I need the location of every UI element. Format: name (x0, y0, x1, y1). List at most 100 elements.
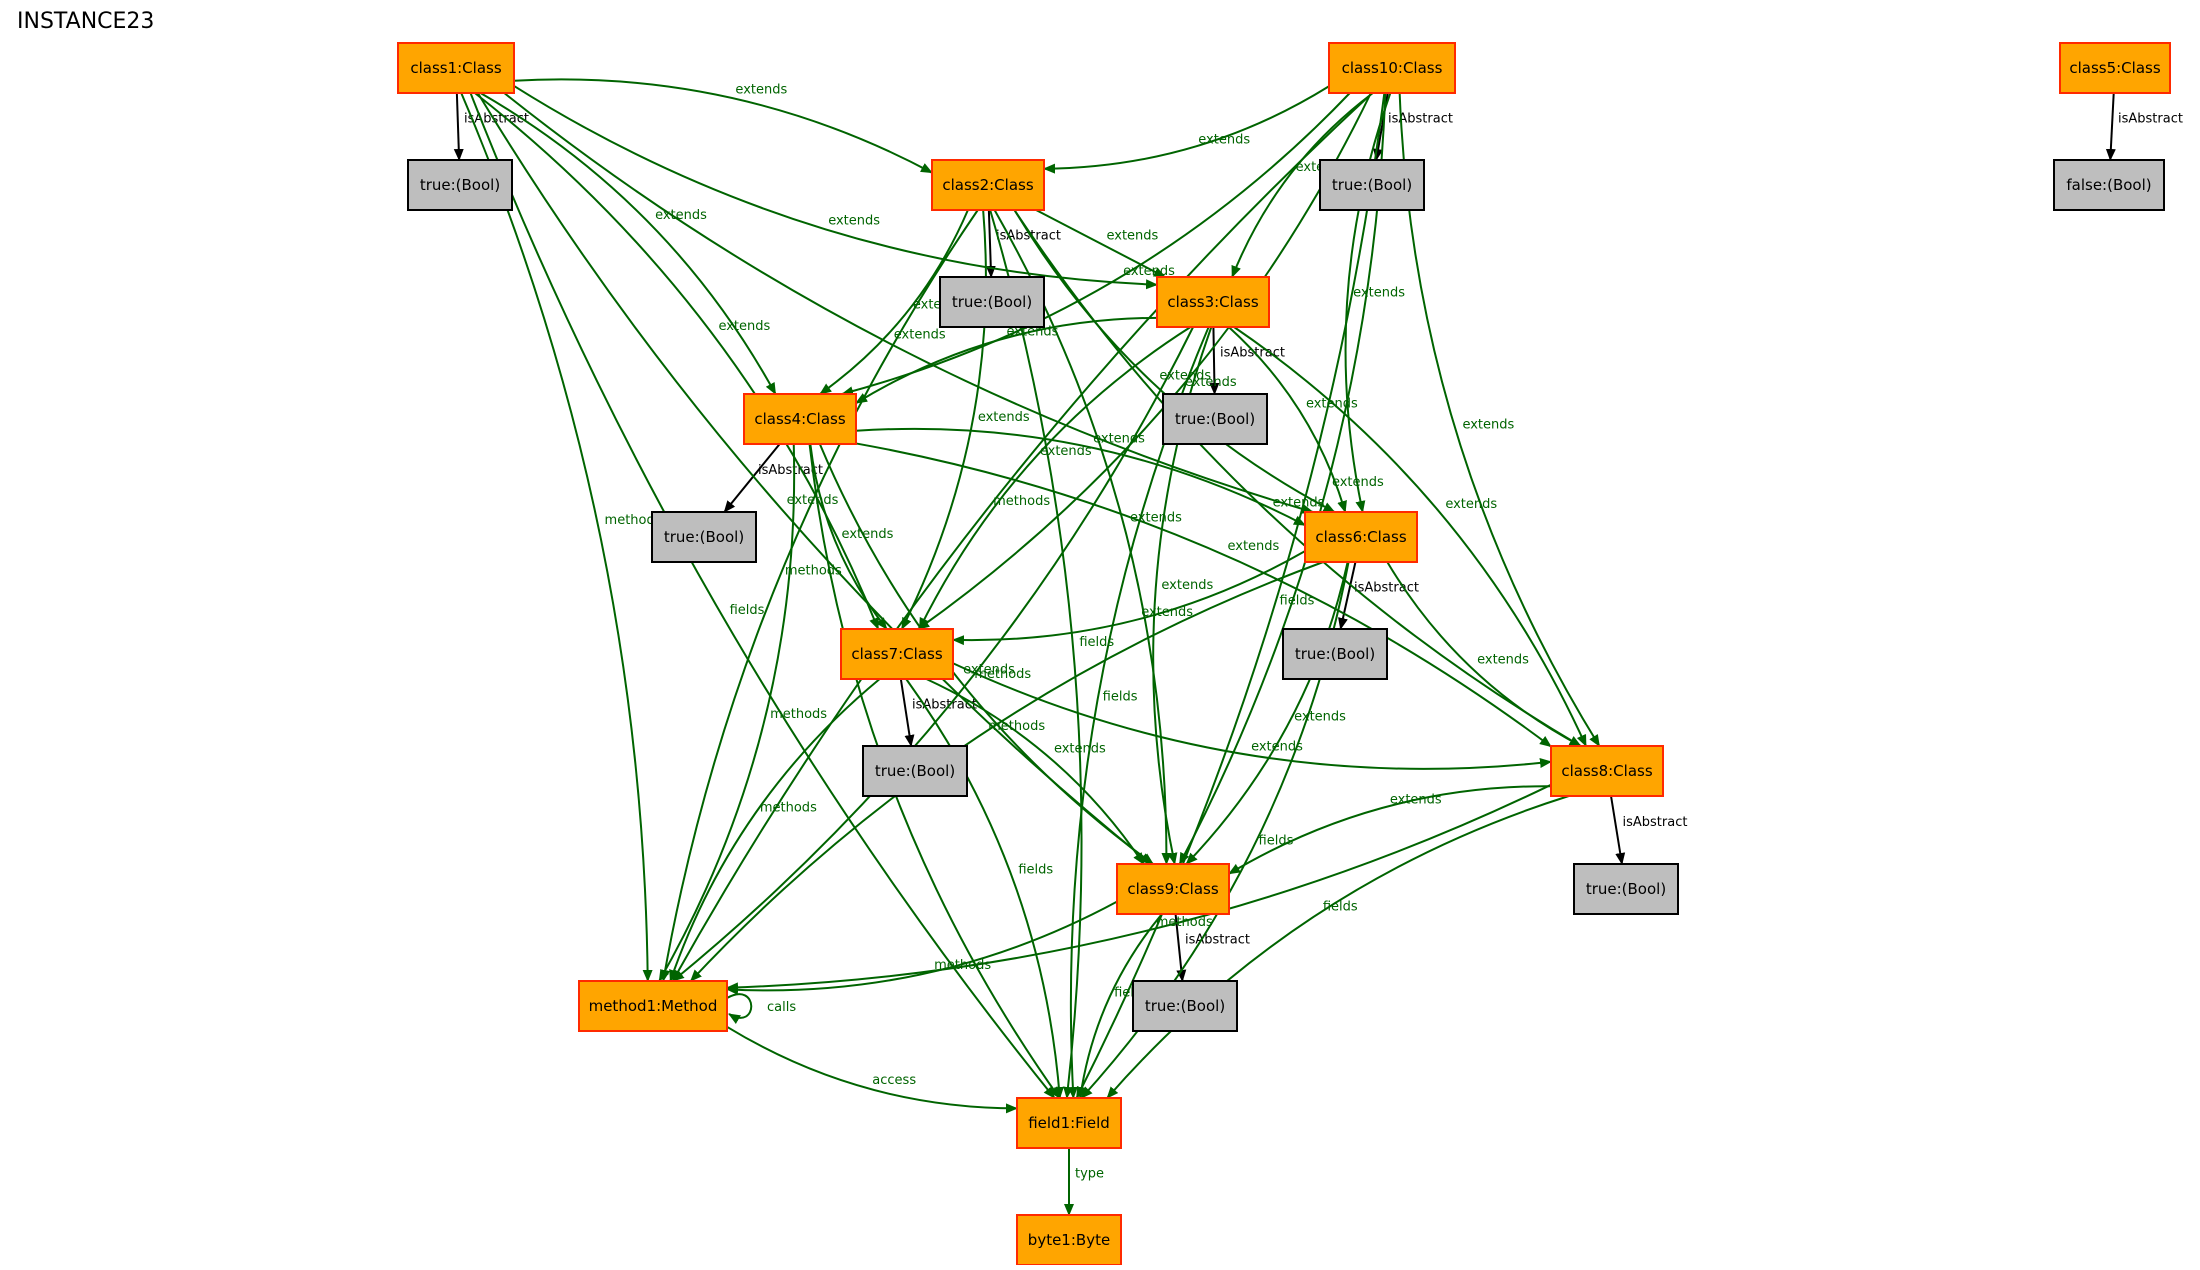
edge-class1-field1: fields (469, 92, 1056, 1099)
node-label: class4:Class (754, 410, 845, 428)
edge-label: extends (1040, 444, 1092, 459)
edge-label: calls (767, 1000, 796, 1015)
node-b6[interactable]: true:(Bool) (1282, 628, 1388, 680)
edge-line (1013, 209, 1336, 513)
node-class3[interactable]: class3:Class (1156, 276, 1270, 328)
edge-class2-class7: extends (900, 209, 1030, 630)
edge-line (1228, 326, 1347, 513)
node-box (1550, 745, 1664, 797)
node-box (1156, 276, 1270, 328)
node-b10[interactable]: true:(Bool) (1319, 159, 1425, 211)
edge-line (1035, 209, 1166, 278)
node-b3[interactable]: true:(Bool) (1162, 393, 1268, 445)
edge-label: extends (1107, 229, 1159, 244)
edge-class7-method1: methods (669, 678, 881, 982)
edge-class1-class2: extends (513, 78, 933, 174)
edge-line (918, 326, 1192, 630)
edge-class2-class8: extends (1013, 209, 1582, 747)
node-b5[interactable]: false:(Bool) (2053, 159, 2165, 211)
node-label: field1:Field (1028, 1114, 1110, 1132)
edge-line (1338, 561, 1357, 630)
node-label: true:(Bool) (1145, 997, 1225, 1015)
edge-line (723, 443, 781, 513)
edge-line (819, 209, 969, 395)
edge-class6-class8: extends (1386, 561, 1582, 747)
node-label: method1:Method (589, 997, 718, 1015)
node-box (862, 745, 968, 797)
edge-class10-b10: isAbstract (1373, 92, 1453, 161)
edge-line (453, 92, 464, 161)
edge-class1-class6: extends (503, 92, 1314, 514)
edge-class1-class7: extends (474, 92, 880, 630)
node-class2[interactable]: class2:Class (931, 159, 1045, 211)
edge-line (480, 92, 777, 395)
node-box (2053, 159, 2165, 211)
edge-class1-class4: extends (480, 92, 777, 395)
edge-label: methods (934, 958, 991, 973)
node-b4[interactable]: true:(Bool) (651, 511, 757, 563)
node-b7[interactable]: true:(Bool) (862, 745, 968, 797)
node-b9[interactable]: true:(Bool) (1132, 980, 1238, 1032)
node-class9[interactable]: class9:Class (1116, 863, 1230, 915)
edge-class3-class4: extends (855, 316, 1158, 404)
node-label: class3:Class (1167, 293, 1258, 311)
edge-class4-b4: isAbstract (723, 443, 823, 513)
edge-label: extends (1198, 132, 1250, 147)
edge-line (1386, 561, 1582, 747)
edge-class9-method1: methods (726, 900, 1118, 995)
node-label: class7:Class (851, 645, 942, 663)
node-method1[interactable]: method1:Method (578, 980, 728, 1032)
edge-line (513, 78, 933, 174)
edge-label: type (1075, 1167, 1104, 1182)
node-class5[interactable]: class5:Class (2059, 42, 2171, 94)
edge-line (672, 326, 1195, 982)
node-label: true:(Bool) (1295, 645, 1375, 663)
node-label: class9:Class (1127, 880, 1218, 898)
edge-class6-class7: extends (952, 550, 1306, 646)
edge-line (660, 209, 979, 982)
edge-label: extends (1007, 324, 1059, 339)
edge-label: extends (1477, 653, 1529, 668)
node-box (931, 159, 1045, 211)
node-box (1162, 393, 1268, 445)
edge-label: extends (735, 82, 787, 97)
edge-class4-class6: extends (855, 427, 1306, 527)
edge-line (1610, 795, 1626, 865)
node-class6[interactable]: class6:Class (1304, 511, 1418, 563)
edge-label: extends (1445, 497, 1497, 512)
edge-line (669, 678, 881, 982)
node-field1[interactable]: field1:Field (1016, 1097, 1122, 1149)
edge-class4-class8: extends (855, 442, 1552, 748)
node-box (578, 980, 728, 1032)
edge-label: extends (1353, 286, 1405, 301)
edge-label: extends (894, 327, 946, 342)
node-b8[interactable]: true:(Bool) (1573, 863, 1679, 915)
edge-label: extends (963, 662, 1015, 677)
edge-class8-b8: isAbstract (1610, 795, 1688, 865)
edge-line (1075, 92, 1386, 1099)
edge-label: extends (1093, 432, 1145, 447)
node-b1[interactable]: true:(Bool) (407, 159, 513, 211)
edge-line (658, 443, 796, 982)
node-label: true:(Bool) (664, 528, 744, 546)
edge-line (899, 678, 915, 747)
node-b2[interactable]: true:(Bool) (939, 276, 1045, 328)
edge-class9-b9: isAbstract (1174, 913, 1250, 982)
node-label: class2:Class (942, 176, 1033, 194)
node-class1[interactable]: class1:Class (397, 42, 515, 94)
edge-line (1043, 85, 1330, 174)
edge-line (1209, 326, 1220, 395)
node-class4[interactable]: class4:Class (743, 393, 857, 445)
node-byte1[interactable]: byte1:Byte (1016, 1214, 1122, 1266)
node-label: class10:Class (1342, 59, 1443, 77)
edge-line (855, 316, 1158, 404)
edge-label: isAbstract (1623, 815, 1688, 830)
node-class10[interactable]: class10:Class (1328, 42, 1456, 94)
node-class8[interactable]: class8:Class (1550, 745, 1664, 797)
edge-class6-b6: isAbstract (1338, 561, 1419, 630)
edge-label: fields (1323, 900, 1358, 915)
node-class7[interactable]: class7:Class (840, 628, 954, 680)
edge-line (809, 443, 888, 630)
node-box (743, 393, 857, 445)
